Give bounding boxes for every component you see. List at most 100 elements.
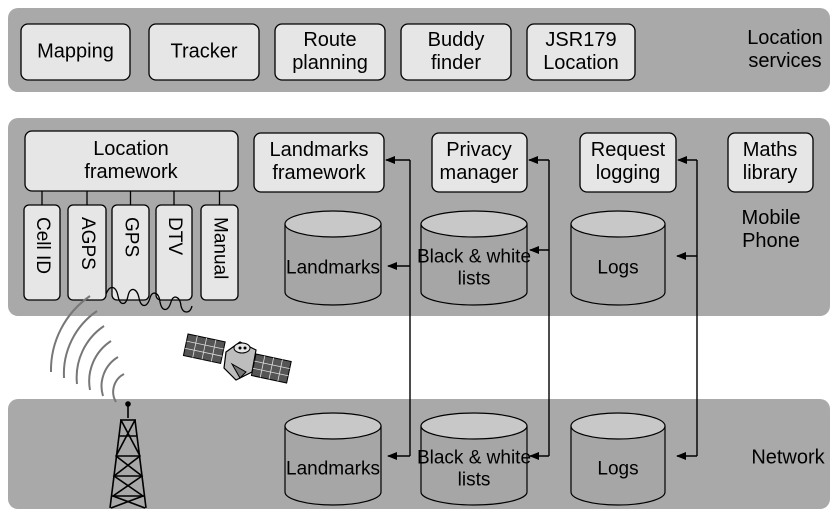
satellite-body <box>223 341 257 381</box>
phone-logs-store: Logs <box>570 210 666 306</box>
request-logging-label-line: Request <box>591 139 666 161</box>
service-module: Mapping <box>20 23 131 81</box>
positioning-method: Manual <box>200 191 239 301</box>
positioning-method: GPS <box>111 191 150 301</box>
phone-landmarks-store: Landmarks <box>284 210 382 306</box>
store-label: Logs <box>597 258 638 279</box>
service-module-box <box>148 23 260 81</box>
satellite-icon <box>182 333 292 384</box>
store-label: Black & white <box>417 448 531 469</box>
positioning-methods: Cell ID AGPS GPS DTV Manual <box>23 191 239 301</box>
satellite-left-panel <box>182 333 226 365</box>
cylinder-body <box>570 223 666 306</box>
network-label-line: Network <box>751 446 825 468</box>
request-logging-label-line: logging <box>596 162 661 184</box>
method-box <box>155 204 193 301</box>
maths-library-box <box>727 132 814 193</box>
cylinder-body <box>284 425 382 506</box>
location-framework-box <box>24 130 239 192</box>
cylinder-top <box>284 412 382 440</box>
service-module-label: finder <box>431 52 481 74</box>
service-module-box <box>20 23 131 81</box>
method-box <box>200 204 239 301</box>
landmarks-framework-label-line: Landmarks <box>270 139 369 161</box>
method-label: DTV <box>164 217 185 255</box>
cylinder-top <box>570 210 666 238</box>
service-module-label: Location <box>543 52 619 74</box>
maths-library-label-line: library <box>743 162 797 184</box>
store-label: Black & white <box>417 247 531 268</box>
request-logging-box <box>579 132 677 193</box>
cylinder-body <box>420 425 528 506</box>
privacy-manager-label-line: manager <box>440 162 519 184</box>
maths-library-label-line: Maths <box>743 139 797 161</box>
store-label: Logs <box>597 459 638 480</box>
privacy-manager-label-line: Privacy <box>446 139 512 161</box>
location-services-label-line: services <box>748 50 821 72</box>
mobile-phone-label-line: Mobile <box>742 207 801 229</box>
cylinder-body <box>420 223 528 306</box>
cylinder-top <box>284 210 382 238</box>
service-module-label: Buddy <box>428 29 485 51</box>
store-label: Landmarks <box>286 258 380 279</box>
service-module-label: Tracker <box>170 40 237 62</box>
landmarks-framework-label-line: framework <box>272 162 366 184</box>
mobile-phone-label-line: Phone <box>742 230 800 252</box>
service-module-box <box>526 23 636 81</box>
method-box <box>23 204 61 301</box>
service-module-label: JSR179 <box>545 29 616 51</box>
service-module-box <box>274 23 386 81</box>
service-module-label: planning <box>292 52 368 74</box>
connectors <box>385 156 698 460</box>
radio-waves-icon <box>49 295 125 403</box>
network-landmarks-store: Landmarks <box>284 412 382 506</box>
method-label: GPS <box>120 217 141 257</box>
cylinder-body <box>284 223 382 306</box>
positioning-method: Cell ID <box>23 191 61 301</box>
cylinder-body <box>570 425 666 506</box>
location-services-label-line: Location <box>747 27 823 49</box>
positioning-method: AGPS <box>67 191 107 301</box>
method-label: AGPS <box>77 217 98 270</box>
method-box <box>67 204 107 301</box>
service-module-box <box>400 23 512 81</box>
gps-signal-wave <box>105 286 193 313</box>
cylinder-top <box>420 210 528 238</box>
network-label: Network <box>751 446 825 468</box>
method-label: Manual <box>209 217 230 279</box>
location-framework-label-line: Location <box>93 138 169 160</box>
network-logs-store: Logs <box>570 412 666 506</box>
store-label: lists <box>458 268 491 289</box>
positioning-method: DTV <box>155 191 193 301</box>
privacy-manager-box <box>431 132 528 193</box>
service-module-label: Route <box>303 29 356 51</box>
cylinder-top <box>570 412 666 440</box>
method-label: Cell ID <box>32 217 53 274</box>
cylinder-top <box>420 412 528 440</box>
landmarks-framework-box <box>253 132 385 193</box>
cell-tower-icon <box>109 401 147 509</box>
satellite-right-panel <box>250 353 292 384</box>
location-framework-label-line: framework <box>84 161 178 183</box>
store-label: lists <box>458 469 491 490</box>
service-module: Tracker <box>148 23 260 81</box>
service-module-label: Mapping <box>37 40 114 62</box>
store-label: Landmarks <box>286 459 380 480</box>
method-box <box>111 204 150 301</box>
